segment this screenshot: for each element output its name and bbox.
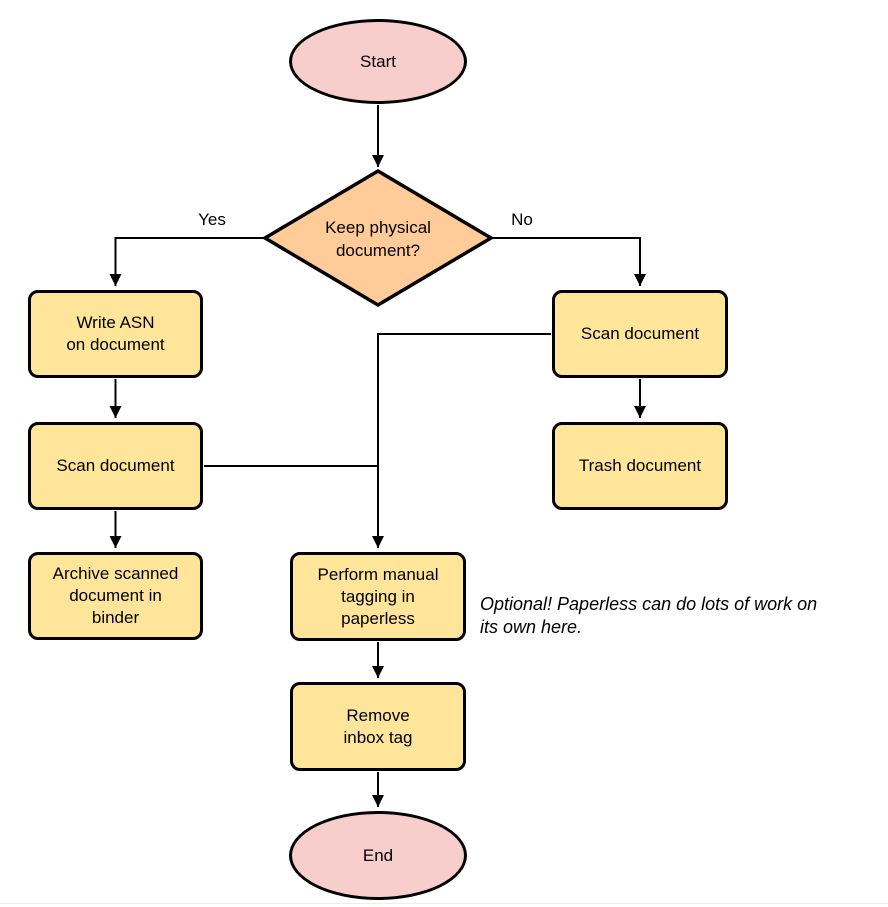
edge-decision-yes-to-write-asn (109, 237, 265, 286)
edge-decision-no-to-scan-right (491, 237, 646, 286)
flowchart-node-remove-inbox-tag: Remove inbox tag (290, 682, 466, 771)
flowchart-node-write-asn: Write ASN on document (28, 290, 203, 378)
flowchart-node-decision-label: Keep physical document? (325, 218, 431, 260)
edge-label-yes: Yes (198, 210, 226, 229)
flowchart-node-trash-document: Trash document (552, 422, 728, 510)
flowchart-node-end: End (289, 811, 467, 900)
flowchart-node-scan-document-right: Scan document (552, 290, 728, 378)
flowchart-node-scan-document-left: Scan document (28, 422, 203, 510)
flowchart-node-archive-in-binder: Archive scanned document in binder (28, 552, 203, 640)
canvas-bottom-divider (0, 903, 888, 904)
edge-label-no: No (511, 210, 533, 229)
flowchart-node-manual-tagging: Perform manual tagging in paperless (290, 552, 466, 641)
annotation-note: Optional! Paperless can do lots of work … (480, 594, 818, 637)
flowchart-node-start: Start (289, 19, 467, 104)
edge-scan-right-to-tagging (372, 333, 551, 548)
